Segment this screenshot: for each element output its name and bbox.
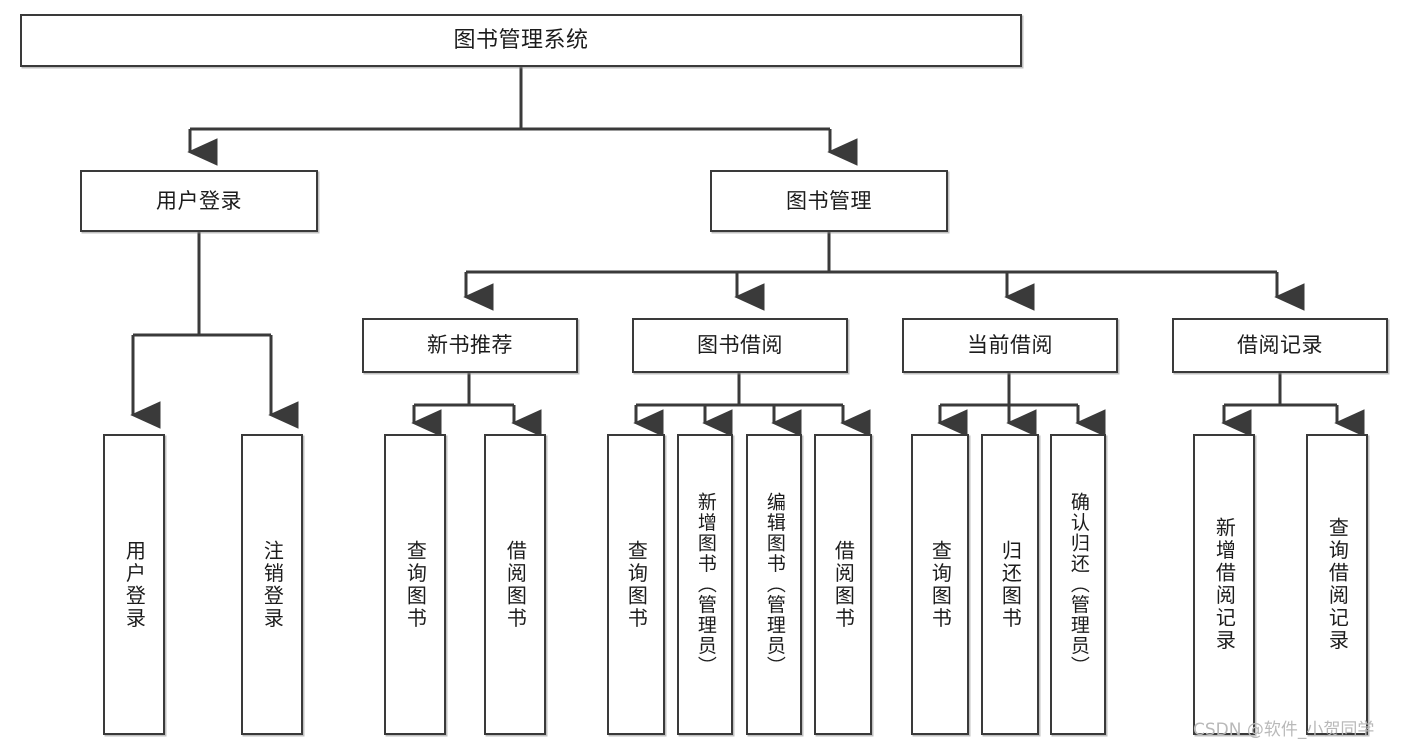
node-label: 归还图书: [998, 539, 1023, 630]
leaf-book-borrow-edit-book-admin[interactable]: 编辑图书（管理员）: [746, 434, 802, 735]
leaf-user-login-logout[interactable]: 注销登录: [241, 434, 303, 735]
node-book-management[interactable]: 图书管理: [710, 170, 948, 232]
node-label: 新增图书（管理员）: [694, 492, 717, 677]
node-current-borrowing[interactable]: 当前借阅: [902, 318, 1118, 373]
node-label: 图书管理系统: [453, 27, 589, 53]
csdn-watermark: CSDN @软件_小贺同学: [1193, 720, 1375, 740]
leaf-current-borrow-return-books[interactable]: 归还图书: [981, 434, 1039, 735]
node-book-borrowing[interactable]: 图书借阅: [632, 318, 848, 373]
leaf-borrow-record-add-record[interactable]: 新增借阅记录: [1193, 434, 1255, 735]
leaf-book-borrow-add-book-admin[interactable]: 新增图书（管理员）: [677, 434, 733, 735]
node-label: 查询图书: [403, 539, 428, 630]
node-label: 借阅记录: [1237, 333, 1323, 358]
node-label: 图书管理: [786, 188, 872, 213]
leaf-current-borrow-confirm-return-admin[interactable]: 确认归还（管理员）: [1050, 434, 1106, 735]
node-label: 用户登录: [156, 188, 242, 213]
leaf-book-borrow-query-books[interactable]: 查询图书: [607, 434, 665, 735]
node-label: 查询图书: [624, 539, 649, 630]
node-label: 查询借阅记录: [1325, 517, 1350, 652]
node-label: 借阅图书: [503, 539, 528, 630]
node-label: 借阅图书: [831, 539, 856, 630]
node-root-book-management-system[interactable]: 图书管理系统: [20, 14, 1022, 67]
node-label: 注销登录: [260, 539, 285, 630]
node-label: 当前借阅: [967, 333, 1053, 358]
leaf-new-book-query-books[interactable]: 查询图书: [384, 434, 446, 735]
leaf-book-borrow-borrow-books[interactable]: 借阅图书: [814, 434, 872, 735]
node-label: 新增借阅记录: [1212, 517, 1237, 652]
node-label: 查询图书: [928, 539, 953, 630]
node-label: 新书推荐: [427, 333, 513, 358]
leaf-new-book-borrow-books[interactable]: 借阅图书: [484, 434, 546, 735]
node-borrowing-record[interactable]: 借阅记录: [1172, 318, 1388, 373]
leaf-current-borrow-query-books[interactable]: 查询图书: [911, 434, 969, 735]
node-label: 编辑图书（管理员）: [763, 492, 786, 677]
node-label: 图书借阅: [697, 333, 783, 358]
node-label: 确认归还（管理员）: [1067, 492, 1090, 677]
leaf-user-login-login[interactable]: 用户登录: [103, 434, 165, 735]
leaf-borrow-record-query-record[interactable]: 查询借阅记录: [1306, 434, 1368, 735]
node-label: 用户登录: [122, 539, 147, 630]
node-user-login[interactable]: 用户登录: [80, 170, 318, 232]
node-new-book-recommendation[interactable]: 新书推荐: [362, 318, 578, 373]
